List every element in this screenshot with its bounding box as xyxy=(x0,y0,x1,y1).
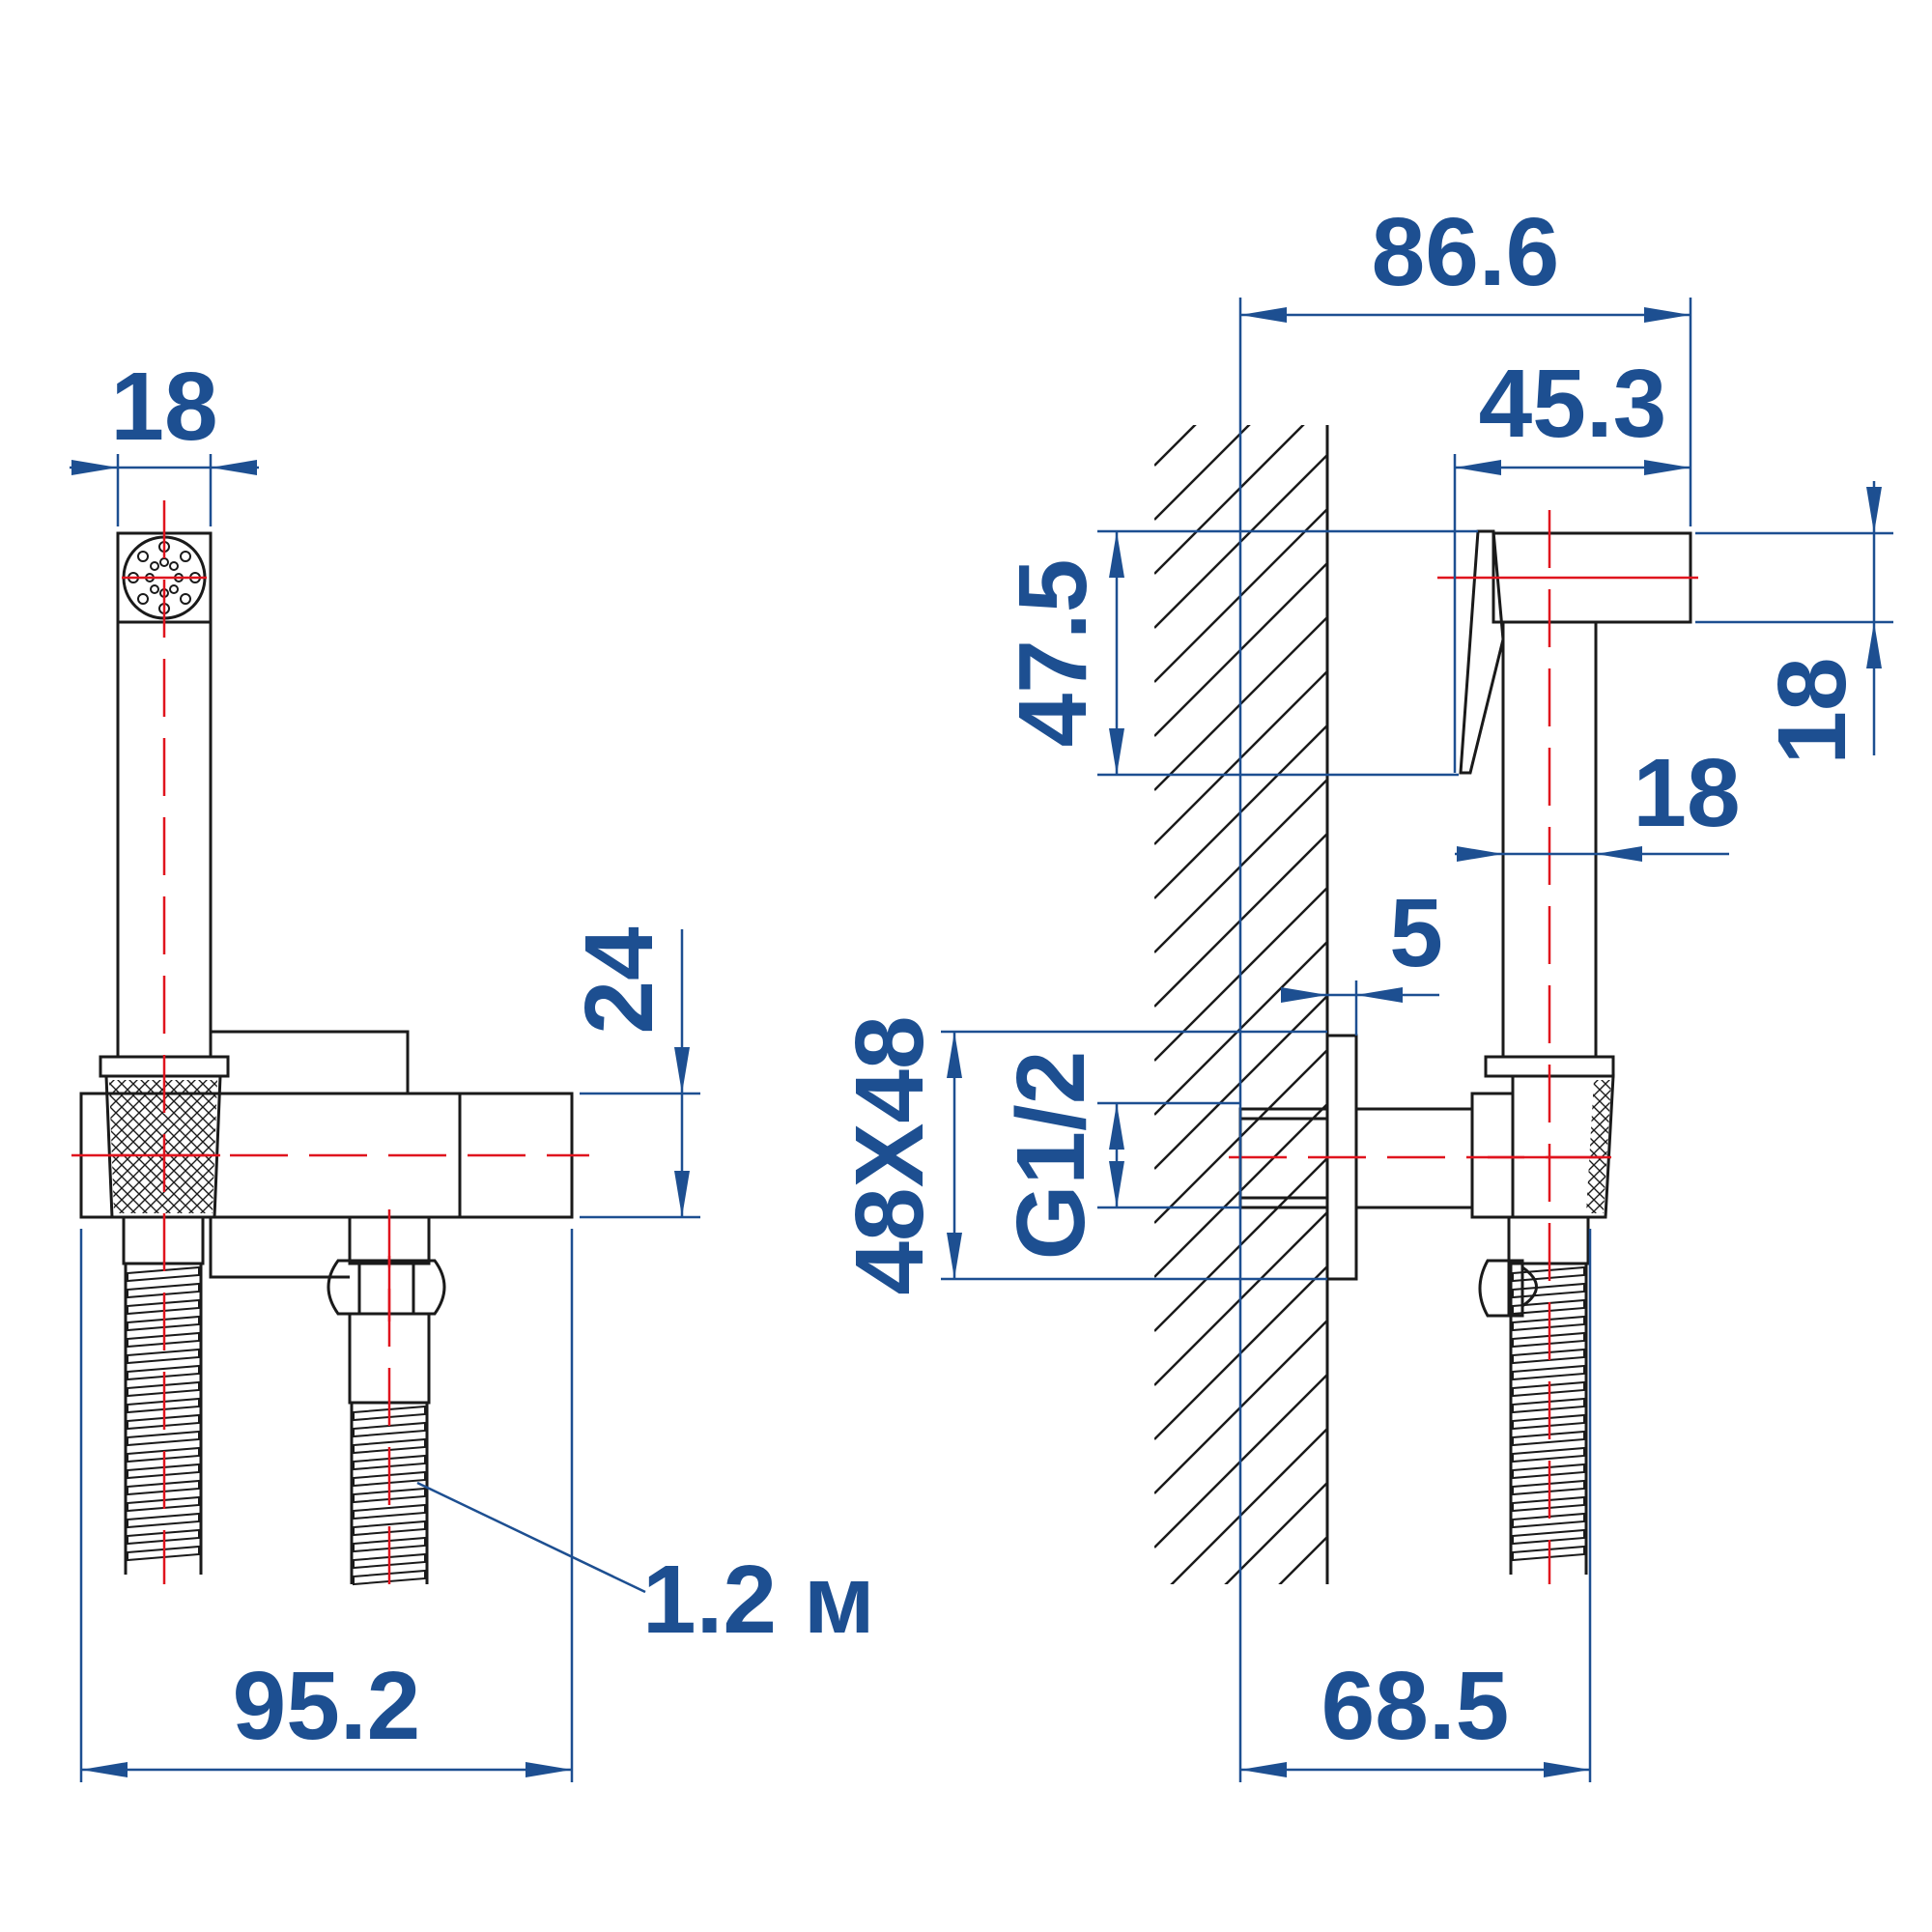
hex-nut-front xyxy=(327,1259,446,1316)
label-head-height: 18 xyxy=(1758,657,1866,764)
dim-total-width: 95.2 xyxy=(79,1229,574,1782)
label-flange-size: 48X48 xyxy=(836,1015,944,1294)
label-total-width: 95.2 xyxy=(233,1652,421,1760)
dim-flange-thickness: 5 xyxy=(1281,879,1443,1036)
label-total-depth: 86.6 xyxy=(1372,198,1560,306)
label-wall-to-hose: 68.5 xyxy=(1321,1652,1510,1760)
dim-flange-size: 48X48 xyxy=(836,1015,1327,1295)
dim-head-depth: 45.3 xyxy=(1453,350,1690,773)
dim-body-height: 24 xyxy=(565,926,700,1219)
side-view: 86.6 45.3 47.5 18 xyxy=(836,198,1893,1782)
label-flange-thickness: 5 xyxy=(1389,879,1443,987)
hose-side xyxy=(1509,1264,1588,1575)
dim-lever-height: 47.5 xyxy=(999,529,1478,777)
label-lever-height: 47.5 xyxy=(999,559,1107,748)
wall-plate-top xyxy=(211,1030,410,1094)
hose-left xyxy=(124,1264,203,1575)
hose-center xyxy=(350,1403,429,1586)
front-view: 18 24 95.2 1.2 м xyxy=(70,353,875,1782)
label-thread: G1/2 xyxy=(997,1051,1105,1261)
label-body-height: 24 xyxy=(565,926,673,1035)
dim-head-height: 18 xyxy=(1695,481,1893,765)
hose-bend xyxy=(1521,1265,1538,1308)
dim-thread: G1/2 xyxy=(997,1051,1240,1261)
dim-handle-diameter: 18 xyxy=(1455,739,1741,862)
label-head-depth: 45.3 xyxy=(1479,350,1667,458)
label-handle-diameter: 18 xyxy=(1633,739,1740,847)
trigger-lever xyxy=(1459,529,1505,775)
body-lower xyxy=(209,1217,350,1279)
dim-hose-length: 1.2 м xyxy=(416,1481,875,1654)
label-handle-width: 18 xyxy=(110,353,217,461)
dim-wall-to-hose: 68.5 xyxy=(1240,1229,1592,1782)
valve-block-side xyxy=(1470,1092,1515,1219)
label-hose-length: 1.2 м xyxy=(642,1546,875,1654)
hex-nut-side xyxy=(1478,1259,1524,1318)
dim-handle-width: 18 xyxy=(70,353,259,526)
dim-total-depth: 86.6 xyxy=(1238,198,1692,1782)
